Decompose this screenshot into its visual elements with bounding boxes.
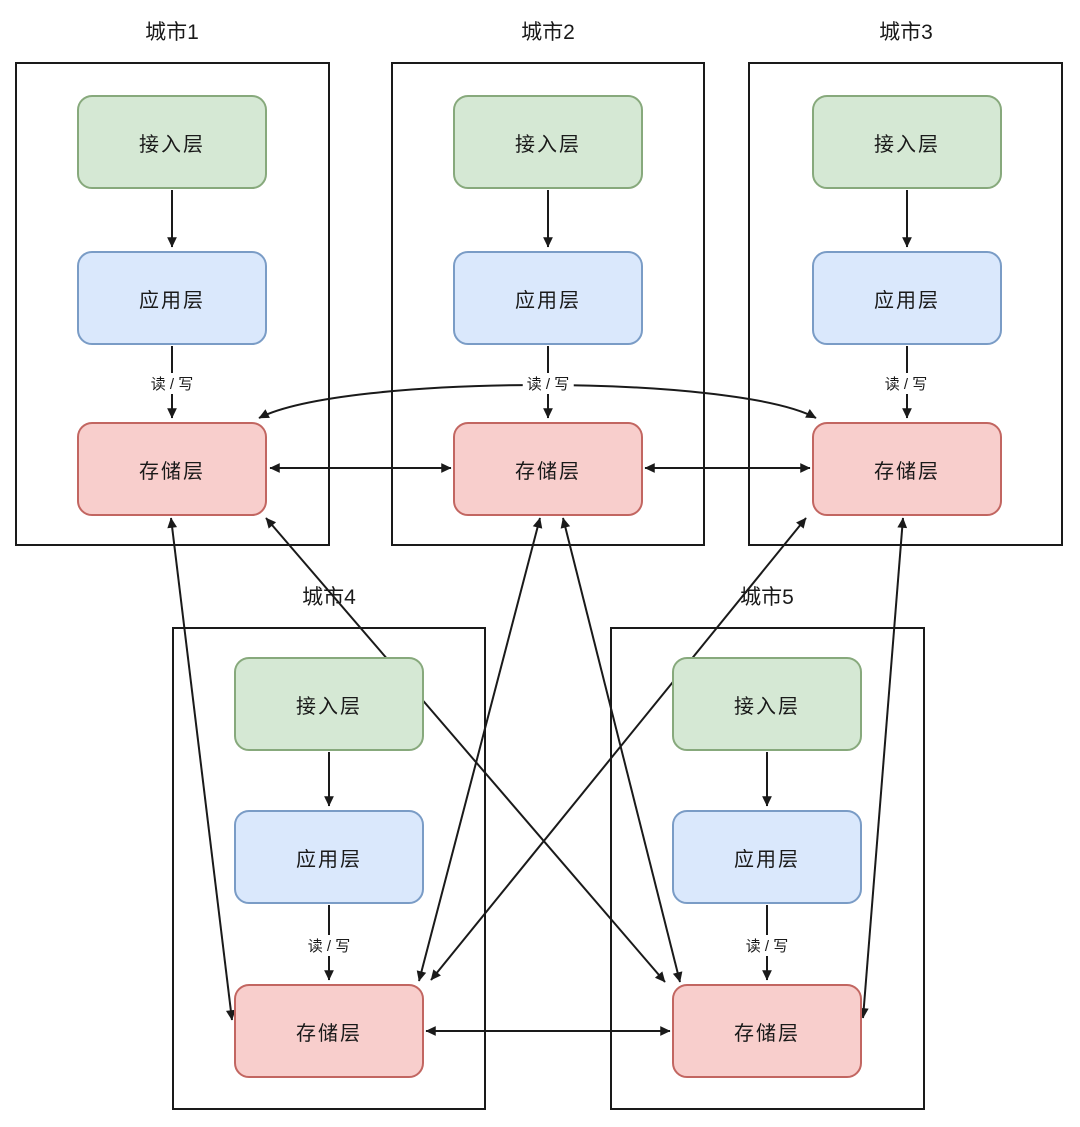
city-4-read-write-label: 读 / 写	[303, 935, 355, 956]
city-4-app-layer-node: 应用层	[234, 810, 424, 904]
city-5-storage-layer-node: 存储层	[672, 984, 862, 1078]
city-3-storage-layer-node: 存储层	[812, 422, 1002, 516]
city-2-app-layer-node: 应用层	[453, 251, 643, 345]
city-1-app-layer-node: 应用层	[77, 251, 267, 345]
city-4-storage-layer-node: 存储层	[234, 984, 424, 1078]
city-1-title: 城市1	[145, 21, 199, 44]
city-3-access-layer-node: 接入层	[812, 95, 1002, 189]
city-2-storage-layer-node: 存储层	[453, 422, 643, 516]
city-1-storage-layer-node: 存储层	[77, 422, 267, 516]
city-2-title: 城市2	[521, 21, 575, 44]
city-4-access-layer-node: 接入层	[234, 657, 424, 751]
city-5-read-write-label: 读 / 写	[741, 935, 793, 956]
city-2-read-write-label: 读 / 写	[522, 373, 574, 394]
city-3-app-layer-node: 应用层	[812, 251, 1002, 345]
city-1-read-write-label: 读 / 写	[146, 373, 198, 394]
city-3-read-write-label: 读 / 写	[880, 373, 932, 394]
city-5-title: 城市5	[740, 586, 794, 609]
city-5-app-layer-node: 应用层	[672, 810, 862, 904]
city-4-title: 城市4	[302, 586, 356, 609]
city-5-access-layer-node: 接入层	[672, 657, 862, 751]
city-3-title: 城市3	[879, 21, 933, 44]
city-2-access-layer-node: 接入层	[453, 95, 643, 189]
city-1-access-layer-node: 接入层	[77, 95, 267, 189]
